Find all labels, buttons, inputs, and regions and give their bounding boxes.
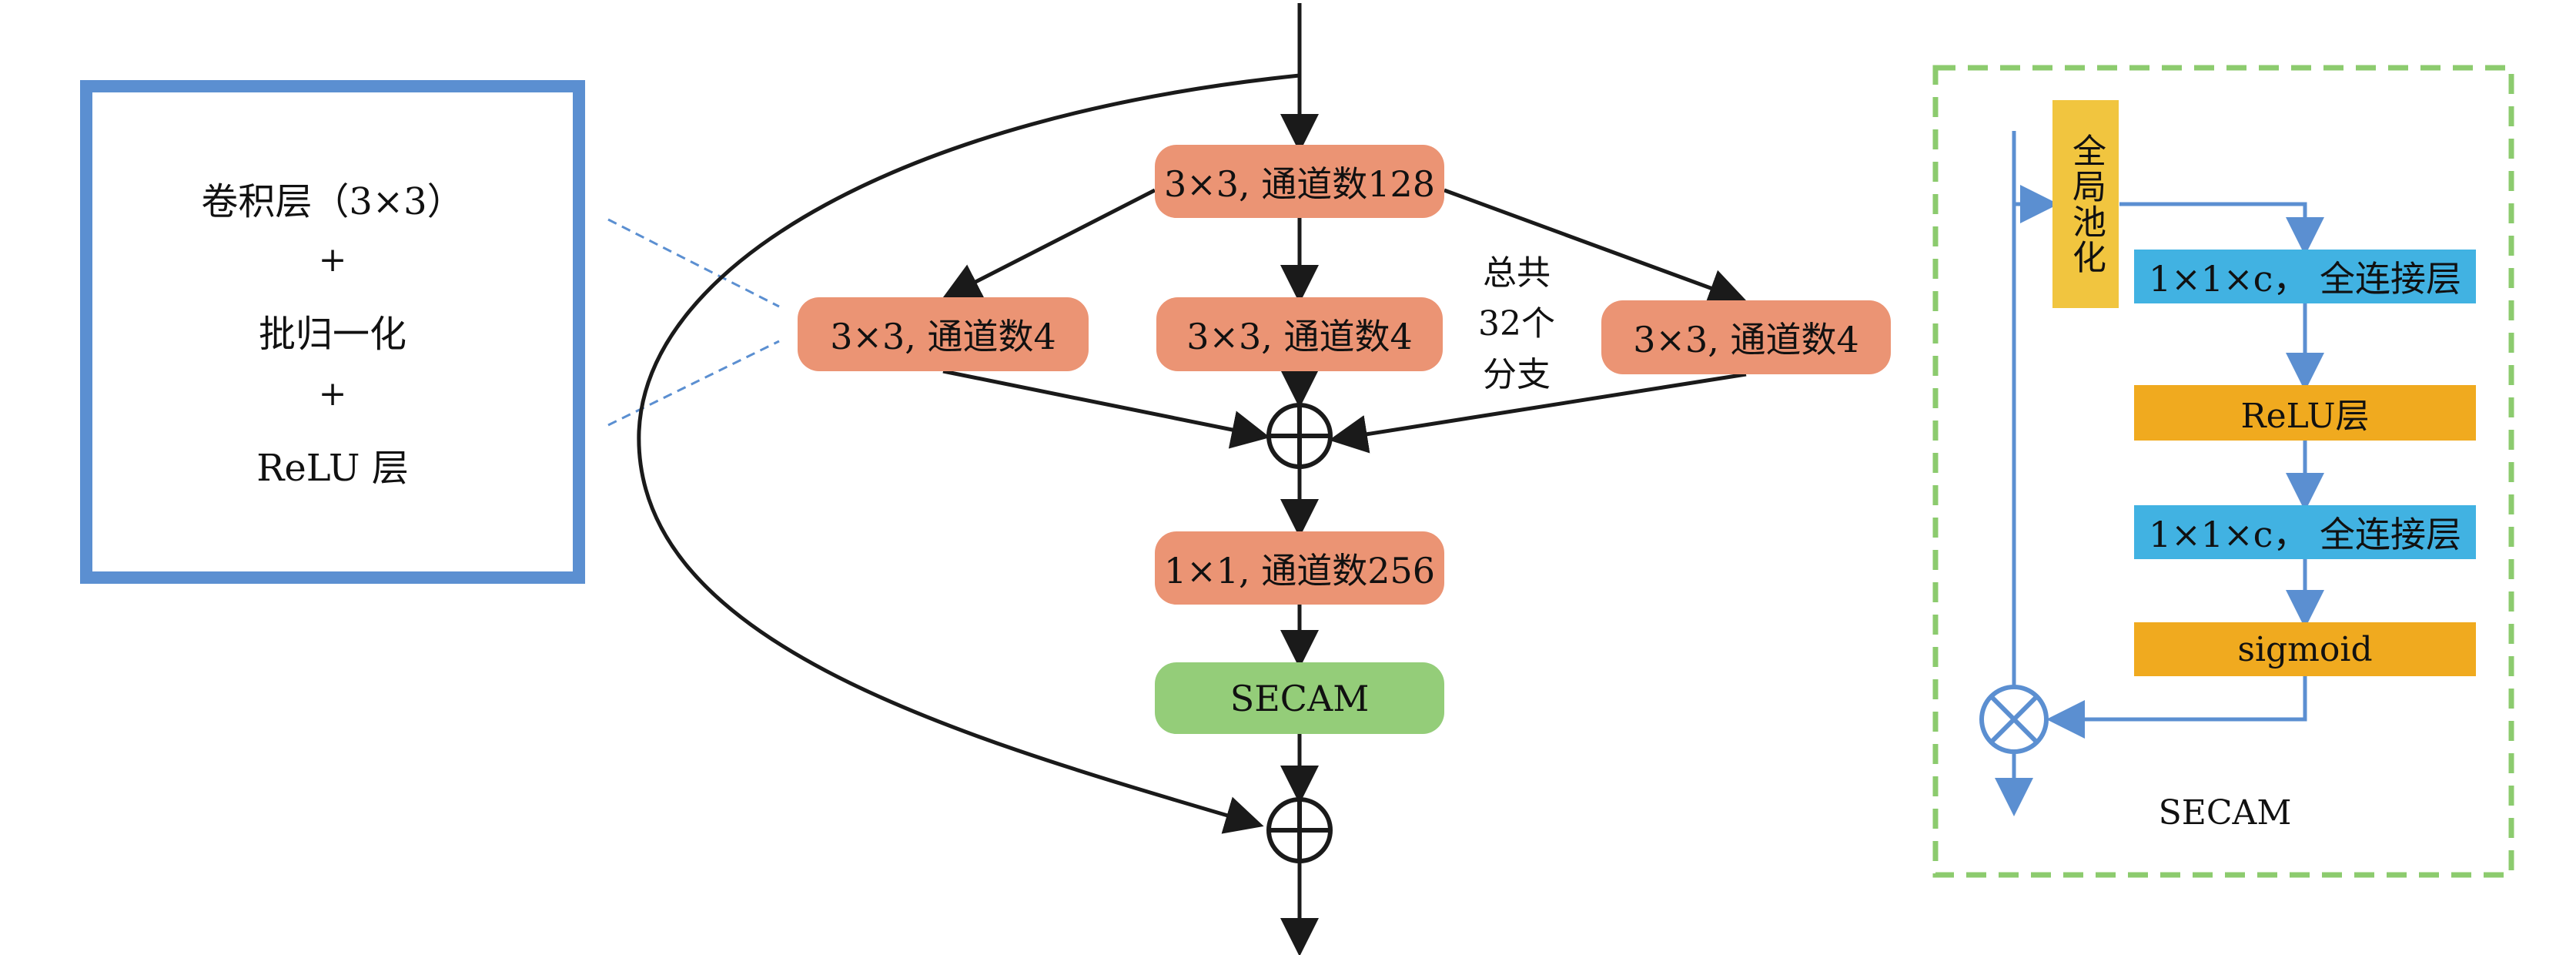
left-box-line3: ReLU 层 — [256, 447, 409, 490]
secam-global-pool-label: 全局池化 — [2066, 133, 2106, 275]
branch-note-line3: 分支 — [1483, 355, 1551, 394]
left-box-plus2: + — [318, 374, 347, 414]
left-box-plus1: + — [318, 240, 347, 280]
secam-fc1: 1×1×c， 全连接层 — [2134, 250, 2476, 303]
skip-connection — [637, 73, 1300, 834]
callout-line-upper — [607, 218, 780, 308]
secam-module-frame — [1932, 65, 2514, 878]
arrow-branch-right-to-sum — [1329, 372, 1747, 454]
callout-line-lower — [607, 340, 780, 427]
left-box-line2: 批归一化 — [258, 313, 406, 356]
node-conv1x1-256: 1×1, 通道数256 — [1155, 531, 1444, 605]
arrow-top-to-branch-left — [942, 188, 1156, 300]
arrow-top-to-branch-right — [1444, 188, 1748, 307]
node-branch-left: 3×3, 通道数4 — [798, 297, 1089, 371]
node-branch-right: 3×3, 通道数4 — [1601, 300, 1891, 374]
branch-note-line1: 总共 — [1483, 253, 1551, 293]
branch-note-line2: 32个 — [1478, 304, 1555, 343]
sigmoid-to-multiply-arrow — [2046, 676, 2307, 739]
secam-fc2: 1×1×c， 全连接层 — [2134, 505, 2476, 559]
pool-to-fc1-arrow — [2119, 202, 2324, 256]
arrow-branch-left-to-sum — [942, 369, 1270, 449]
node-secam: SECAM — [1155, 662, 1444, 734]
secam-global-pool: 全局池化 — [2052, 100, 2119, 308]
node-branch-mid: 3×3, 通道数4 — [1156, 297, 1443, 371]
secam-caption: SECAM — [2158, 793, 2292, 833]
secam-sigmoid: sigmoid — [2134, 622, 2476, 676]
left-box-line1: 卷积层（3×3） — [201, 180, 464, 223]
node-conv3x3-128: 3×3, 通道数128 — [1155, 145, 1444, 218]
secam-relu: ReLU层 — [2134, 385, 2476, 441]
left-detail-box — [80, 80, 585, 584]
